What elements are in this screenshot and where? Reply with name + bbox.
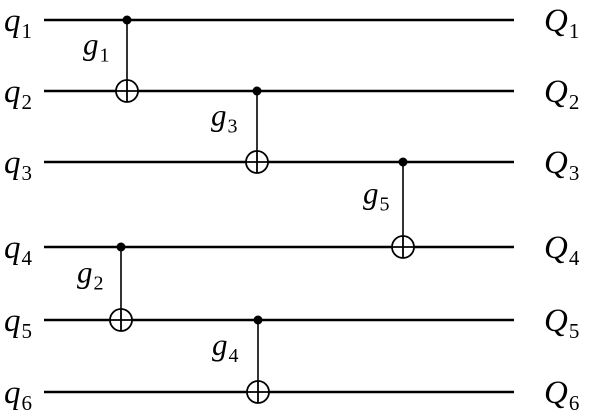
gate-label-g5-symbol: g <box>363 176 379 211</box>
input-label-3: q3 <box>4 145 32 185</box>
gate-label-g1: g1 <box>83 27 110 67</box>
gate-label-g3-index: 3 <box>228 116 238 138</box>
input-label-1: q1 <box>4 3 32 43</box>
cnot-gate-g4: g4 <box>212 315 270 404</box>
output-label-1-index: 1 <box>569 19 580 43</box>
gate-label-g4-symbol: g <box>212 327 228 362</box>
gate-label-g1-symbol: g <box>83 27 99 62</box>
input-label-4-symbol: q <box>4 230 21 266</box>
gate-label-g3-symbol: g <box>211 98 227 133</box>
output-label-5-index: 5 <box>569 319 580 343</box>
input-label-6-symbol: q <box>4 375 21 411</box>
control-dot <box>398 157 408 167</box>
input-label-3-symbol: q <box>4 145 21 181</box>
control-dot <box>252 86 262 96</box>
input-label-1-index: 1 <box>22 19 33 43</box>
input-label-5: q5 <box>4 303 32 343</box>
gate-label-g5: g5 <box>363 176 390 216</box>
control-dot <box>116 242 126 252</box>
gate-label-g4-index: 4 <box>229 345 239 367</box>
input-label-6: q6 <box>4 375 32 415</box>
output-label-4-index: 4 <box>569 246 580 270</box>
input-label-3-index: 3 <box>22 161 33 185</box>
output-label-2-index: 2 <box>569 90 580 114</box>
output-label-3: Q3 <box>544 145 579 185</box>
input-label-5-index: 5 <box>22 319 33 343</box>
output-label-6-index: 6 <box>569 391 580 415</box>
output-label-2: Q2 <box>544 74 579 114</box>
input-label-2-symbol: q <box>4 74 21 110</box>
output-label-1-symbol: Q <box>544 3 568 39</box>
input-label-2: q2 <box>4 74 32 114</box>
output-label-6-symbol: Q <box>544 375 568 411</box>
output-label-5: Q5 <box>544 303 579 343</box>
gate-label-g2: g2 <box>77 255 104 295</box>
gate-label-g2-index: 2 <box>94 273 104 295</box>
output-label-4-symbol: Q <box>544 230 568 266</box>
output-label-1: Q1 <box>544 3 579 43</box>
gate-label-g4: g4 <box>212 327 239 367</box>
gate-label-g1-index: 1 <box>100 45 110 67</box>
control-dot <box>253 315 263 325</box>
input-label-6-index: 6 <box>22 391 33 415</box>
cnot-gate-g3: g3 <box>211 86 269 174</box>
control-dot <box>122 15 132 25</box>
input-label-4: q4 <box>4 230 33 270</box>
input-label-5-symbol: q <box>4 303 21 339</box>
output-label-5-symbol: Q <box>544 303 568 339</box>
output-label-6: Q6 <box>544 375 579 415</box>
gate-label-g3: g3 <box>211 98 238 138</box>
input-label-4-index: 4 <box>22 246 33 270</box>
cnot-gate-g2: g2 <box>77 242 133 332</box>
input-label-1-symbol: q <box>4 3 21 39</box>
wires <box>44 18 514 394</box>
output-label-4: Q4 <box>544 230 580 270</box>
output-label-2-symbol: Q <box>544 74 568 110</box>
gate-label-g5-index: 5 <box>380 194 390 216</box>
gate-label-g2-symbol: g <box>77 255 93 290</box>
cnot-gate-g1: g1 <box>83 15 139 103</box>
cnot-gate-g5: g5 <box>363 157 415 259</box>
input-label-2-index: 2 <box>22 90 33 114</box>
output-label-3-symbol: Q <box>544 145 568 181</box>
output-label-3-index: 3 <box>569 161 580 185</box>
